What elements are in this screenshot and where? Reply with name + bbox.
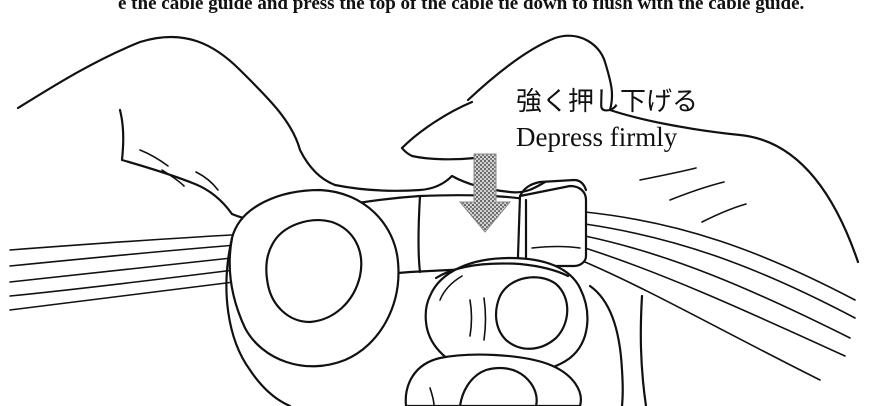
front-thumb [225,188,400,406]
right-wire-bundle [584,211,856,381]
down-arrow-icon [458,153,512,233]
back-hand [16,34,860,264]
cable-tie-head [516,178,588,268]
lower-hand-edge [588,284,648,406]
instruction-text-top: e the cable guide and press the top of t… [118,0,804,14]
lower-finger [404,353,582,406]
index-finger [424,256,589,376]
left-wire-bundle [9,233,251,311]
label-japanese: 強く押し下げる [516,87,698,117]
label-english: Depress firmly [516,122,678,152]
